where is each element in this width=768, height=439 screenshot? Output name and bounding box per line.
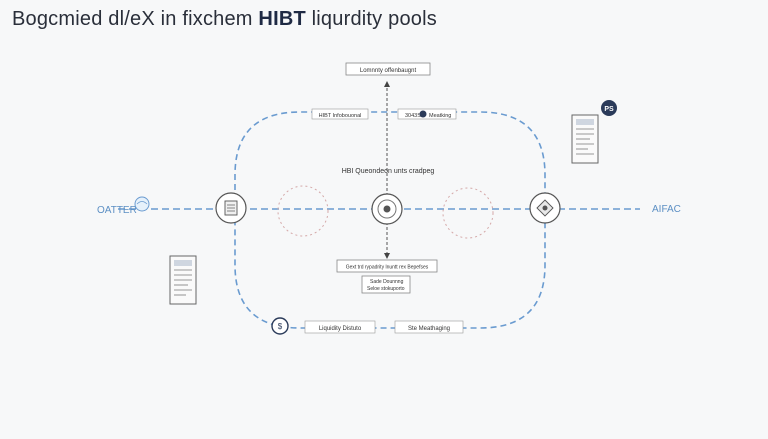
dollar-node-icon: $ bbox=[271, 317, 289, 335]
center-box-label: Gext trd rypadrity lnuntt rex Bepefses bbox=[346, 265, 429, 271]
ps-badge-label: PS bbox=[604, 106, 614, 113]
left-tag-label: HIBT Infobouonal bbox=[319, 113, 362, 119]
globe-icon bbox=[134, 196, 150, 212]
left-tag: HIBT Infobouonal bbox=[311, 108, 369, 120]
title-brand: HIBT bbox=[258, 8, 306, 30]
side-left-label: OATTER bbox=[97, 205, 137, 216]
bottom-left-label: Liquidity Distuto bbox=[319, 326, 362, 332]
faint-circle-left bbox=[277, 185, 329, 237]
svg-text:$: $ bbox=[278, 322, 283, 331]
sub-box-line1: Sade Dounnng bbox=[370, 279, 404, 285]
side-right-label: AIFAC bbox=[652, 204, 681, 215]
right-tag-suffix: Meatking bbox=[429, 113, 451, 119]
document-icon-right bbox=[571, 114, 599, 164]
center-box: Gext trd rypadrity lnuntt rex Bepefses bbox=[336, 259, 438, 273]
sub-box-line2: Seloe stokuporto bbox=[367, 286, 405, 292]
title-suffix: liqurdity pools bbox=[305, 8, 437, 30]
top-box: Lomnnty offenbaugnt bbox=[345, 62, 431, 76]
bottom-right-label: Ste Meathaging bbox=[408, 326, 450, 332]
bottom-right-box: Ste Meathaging bbox=[394, 320, 464, 334]
top-box-label: Lomnnty offenbaugnt bbox=[360, 68, 417, 74]
title-prefix: Bogcmied dl/eX in fixchem bbox=[12, 8, 259, 30]
page-title: Bogcmied dl/eX in fixchem HIBT liqurdity… bbox=[12, 8, 437, 31]
right-tag-label: 3043S bbox=[405, 113, 421, 119]
right-tag-dot-icon bbox=[419, 110, 427, 118]
right-tag: 3043S Meatking bbox=[397, 108, 457, 120]
sub-box: Sade Dounnng Seloe stokuporto bbox=[361, 275, 411, 294]
side-left: OATTER bbox=[97, 196, 150, 216]
left-node-icon bbox=[215, 192, 247, 224]
faint-circle-right bbox=[442, 187, 494, 239]
right-node-icon bbox=[529, 192, 561, 224]
center-hub-icon bbox=[371, 193, 403, 225]
loop-path bbox=[234, 111, 546, 329]
center-caption: HBI Queondeon unts cradpeg bbox=[342, 168, 435, 175]
bottom-left-box: Liquidity Distuto bbox=[304, 320, 376, 334]
document-icon-left bbox=[169, 255, 197, 305]
ps-badge: PS bbox=[601, 100, 617, 116]
